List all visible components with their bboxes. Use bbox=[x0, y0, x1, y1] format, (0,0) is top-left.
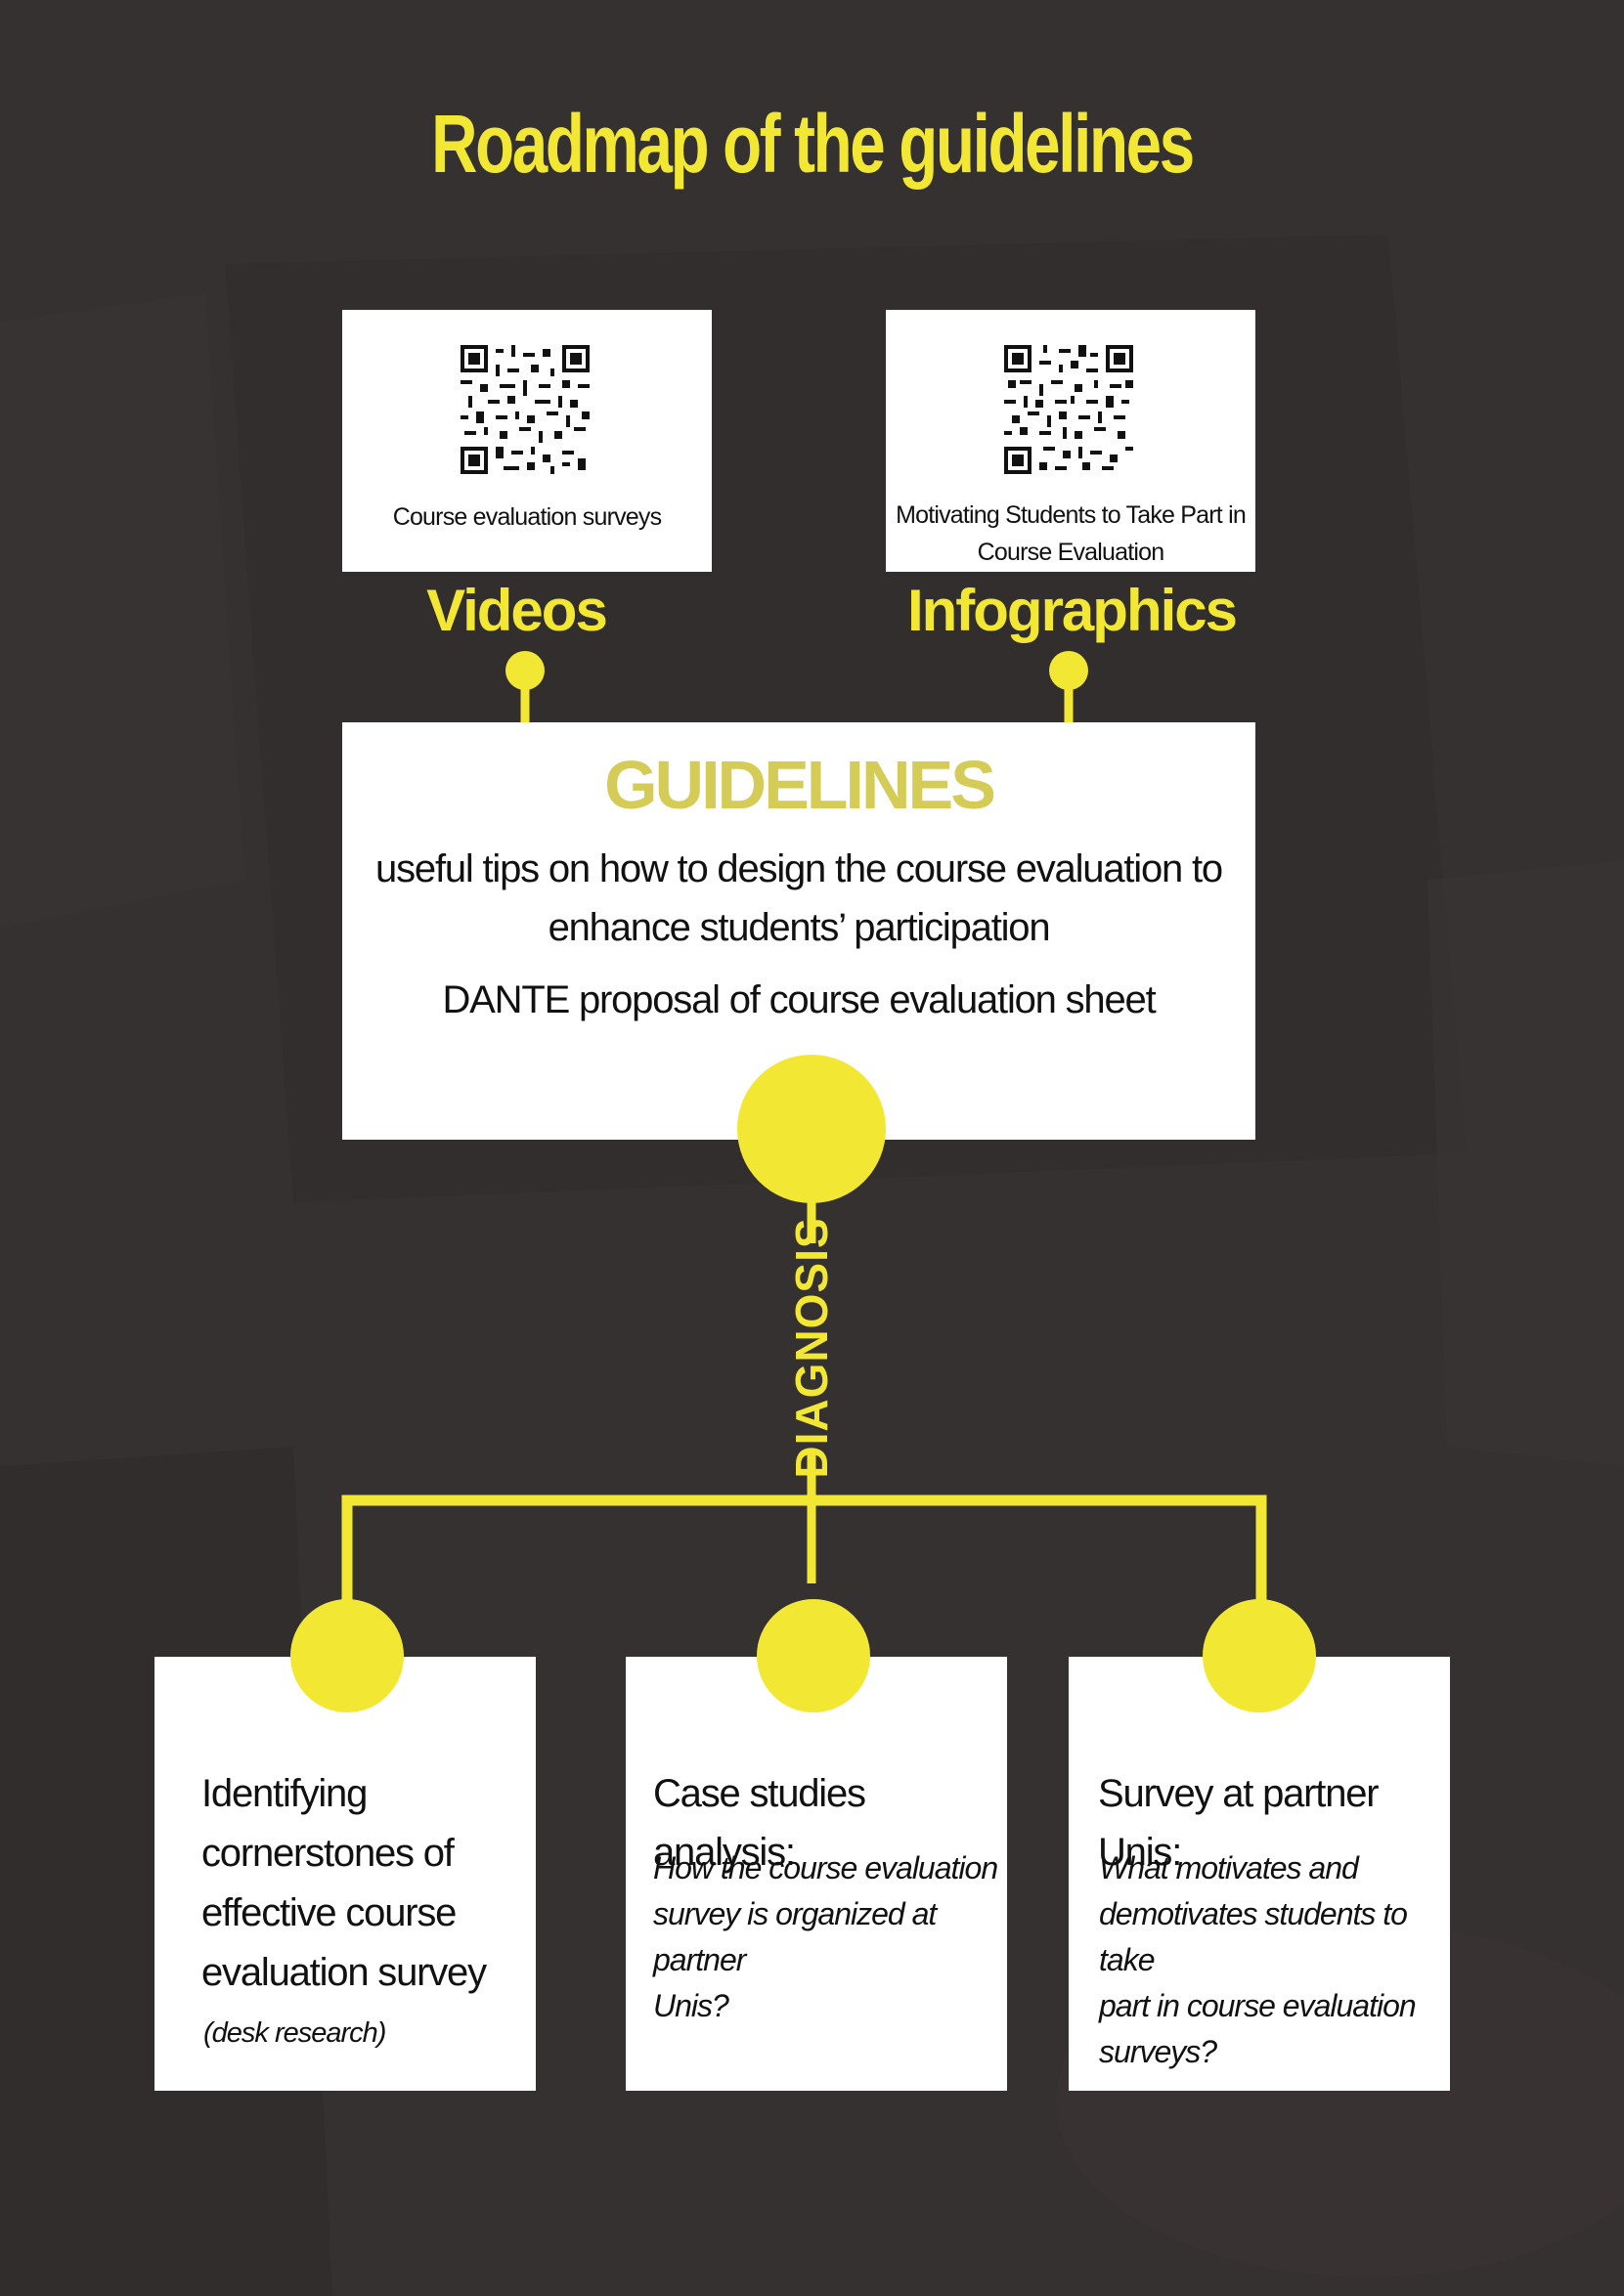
box-heading-line: Survey at partner Unis: bbox=[1098, 1772, 1380, 1874]
box-body-line: (desk research) bbox=[203, 2017, 386, 2049]
box-body: (desk research) bbox=[203, 2011, 386, 2057]
page-title: Roadmap of the guidelines bbox=[431, 98, 1195, 190]
box-body-line: surveys? bbox=[1099, 2034, 1217, 2069]
survey-box: Survey at partner Unis: What motivates a… bbox=[1069, 1657, 1450, 2091]
diagnosis-label: DIAGNOSIS bbox=[786, 1217, 837, 1479]
box-heading-line: effective course bbox=[201, 1891, 457, 1934]
case-studies-box: Case studies analysis: How the course ev… bbox=[626, 1657, 1007, 2091]
box-heading-line: cornerstones of bbox=[201, 1832, 455, 1875]
videos-node bbox=[505, 651, 545, 690]
box-body-line: What motivates and bbox=[1099, 1850, 1359, 1885]
box-body-line: demotivates students to take bbox=[1099, 1896, 1408, 1977]
infographics-label: Infographics bbox=[906, 578, 1238, 643]
infographics-caption-line: Motivating Students to Take Part in bbox=[896, 501, 1247, 529]
videos-qr-card[interactable]: Course evaluation surveys bbox=[342, 310, 712, 572]
box-body-line: survey is organized at partner bbox=[653, 1896, 937, 1977]
box-body-line: part in course evaluation bbox=[1099, 1988, 1417, 2023]
box-body: How the course evaluation survey is orga… bbox=[653, 1845, 1007, 2029]
box-heading: Identifying cornerstones of effective co… bbox=[201, 1764, 487, 2003]
box-body-line: How the course evaluation bbox=[653, 1850, 998, 1885]
box-heading: Survey at partner Unis: bbox=[1098, 1764, 1450, 1882]
guidelines-tips-line: enhance students’ participation bbox=[548, 906, 1051, 949]
box-body: What motivates and demotivates students … bbox=[1099, 1845, 1450, 2075]
guidelines-tips-line: useful tips on how to design the course … bbox=[375, 847, 1223, 890]
infographics-node bbox=[1049, 651, 1088, 690]
infographics-qr-caption: Motivating Students to Take Part in Cour… bbox=[886, 497, 1255, 571]
guidelines-tips: useful tips on how to design the course … bbox=[342, 840, 1255, 957]
box-body-line: Unis? bbox=[653, 1988, 729, 2023]
infographics-qr-card[interactable]: Motivating Students to Take Part in Cour… bbox=[886, 310, 1255, 572]
box-heading-line: Case studies analysis: bbox=[653, 1772, 866, 1874]
desk-research-box: Identifying cornerstones of effective co… bbox=[154, 1657, 536, 2091]
qr-code-icon[interactable] bbox=[1004, 345, 1133, 474]
guidelines-card: GUIDELINES useful tips on how to design … bbox=[342, 722, 1255, 1140]
box-heading-line: evaluation survey bbox=[201, 1951, 487, 1994]
videos-qr-caption: Course evaluation surveys bbox=[392, 503, 662, 531]
qr-code-icon[interactable] bbox=[461, 345, 590, 474]
guidelines-sheet: DANTE proposal of course evaluation shee… bbox=[442, 978, 1156, 1021]
videos-label: Videos bbox=[426, 578, 608, 643]
guidelines-heading: GUIDELINES bbox=[604, 747, 996, 823]
infographics-caption-line: Course Evaluation bbox=[977, 539, 1164, 566]
box-heading-line: Identifying bbox=[201, 1772, 368, 1815]
box-heading: Case studies analysis: bbox=[653, 1764, 1007, 1882]
